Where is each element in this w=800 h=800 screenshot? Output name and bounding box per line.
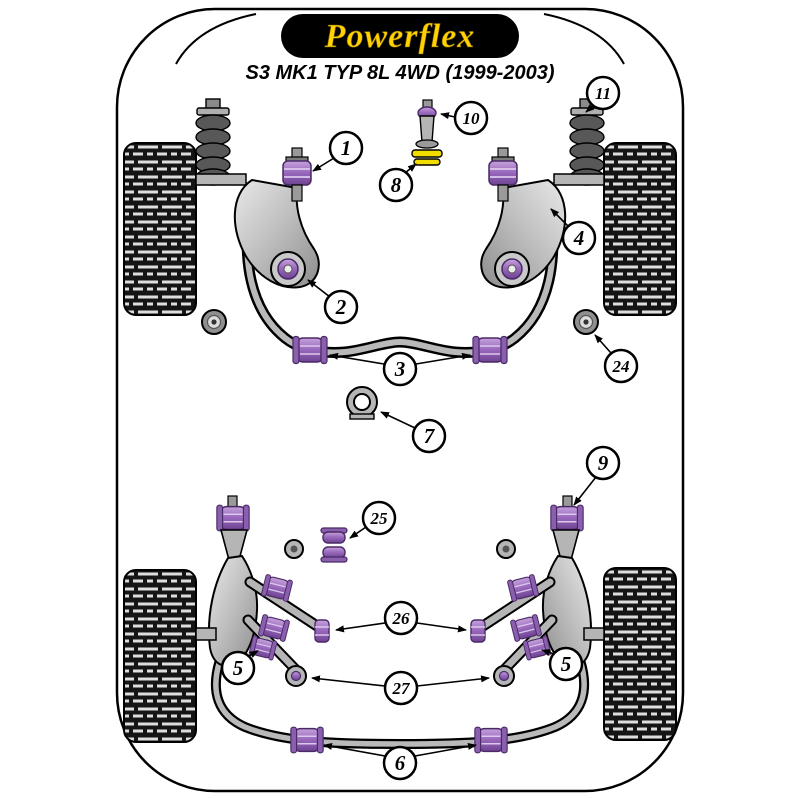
svg-text:8: 8	[391, 173, 402, 197]
svg-text:10: 10	[463, 109, 481, 128]
rear-arb-bushing-right	[474, 726, 508, 754]
callout-arrows	[246, 104, 612, 757]
callout-5-right: 5	[548, 646, 584, 682]
model-subtitle: S3 MK1 TYP 8L 4WD (1999-2003)	[245, 62, 554, 84]
svg-text:6: 6	[395, 751, 406, 775]
steering-rack-clamp	[346, 386, 378, 420]
rear-anti-roll-bar	[210, 658, 590, 750]
arrow-4	[550, 208, 570, 228]
arrow-9	[573, 476, 597, 506]
arrow-2	[307, 279, 331, 298]
svg-text:25: 25	[370, 509, 389, 528]
callout-10: 10	[453, 100, 489, 136]
arrow-8	[404, 163, 417, 174]
wheel-rear-left	[123, 569, 197, 743]
svg-text:4: 4	[573, 226, 585, 250]
svg-text:9: 9	[598, 451, 609, 475]
callout-11: 11	[585, 75, 621, 111]
arrow-26-right	[416, 622, 467, 633]
arrow-27-left	[311, 675, 386, 687]
wheel-front-right	[603, 142, 677, 316]
arrow-10	[440, 112, 456, 120]
front-arb-bushing-right	[472, 335, 508, 365]
svg-text:3: 3	[394, 357, 406, 381]
callout-1: 1	[328, 130, 364, 166]
logo-text: Powerflex	[324, 18, 476, 55]
yellow-disc	[411, 149, 443, 158]
arrow-3-right	[415, 352, 471, 365]
svg-text:2: 2	[335, 295, 347, 319]
callout-5-left: 5	[220, 650, 256, 686]
callout-3: 3	[382, 351, 418, 387]
svg-text:7: 7	[424, 424, 436, 448]
rear-arb-bushing-left	[290, 726, 324, 754]
arrow-26-left	[335, 622, 386, 633]
front-arb-bushing-left	[292, 335, 328, 365]
svg-text:27: 27	[392, 679, 412, 698]
yellow-disc	[413, 158, 441, 166]
steering-column-bushing	[411, 99, 443, 166]
callout-6: 6	[382, 745, 418, 781]
arrow-6-left	[323, 742, 386, 757]
callout-27: 27	[383, 670, 419, 706]
arrow-5-right	[541, 649, 555, 656]
callout-4: 4	[561, 220, 597, 256]
svg-text:5: 5	[561, 652, 572, 676]
callout-9: 9	[585, 445, 621, 481]
arrow-24	[594, 334, 612, 354]
arrow-1	[312, 157, 335, 172]
svg-text:24: 24	[612, 357, 630, 376]
arrow-7	[380, 411, 416, 429]
callout-7: 7	[411, 418, 447, 454]
rear-beam-bushing-25	[320, 527, 348, 563]
wheel-rear-right	[603, 567, 677, 741]
svg-text:1: 1	[341, 136, 352, 160]
body-crease-right	[543, 13, 625, 65]
arrow-27-right	[416, 675, 490, 687]
powerflex-logo: Powerflex	[281, 14, 519, 58]
callout-8: 8	[378, 167, 414, 203]
front-anti-roll-bar	[241, 204, 559, 358]
body-crease-left	[175, 13, 257, 65]
callout-24: 24	[603, 348, 639, 384]
callout-26: 26	[383, 600, 419, 636]
svg-text:11: 11	[595, 84, 611, 103]
arrow-6-right	[414, 742, 477, 757]
svg-text:5: 5	[233, 656, 244, 680]
callouts: 1 2 3 4 5 5 6 7	[220, 75, 639, 781]
arrow-25	[349, 526, 367, 539]
callout-2: 2	[323, 289, 359, 325]
svg-text:26: 26	[392, 609, 411, 628]
callout-25: 25	[361, 500, 397, 536]
wheel-front-left	[123, 142, 197, 316]
arrow-3-left	[329, 352, 385, 365]
